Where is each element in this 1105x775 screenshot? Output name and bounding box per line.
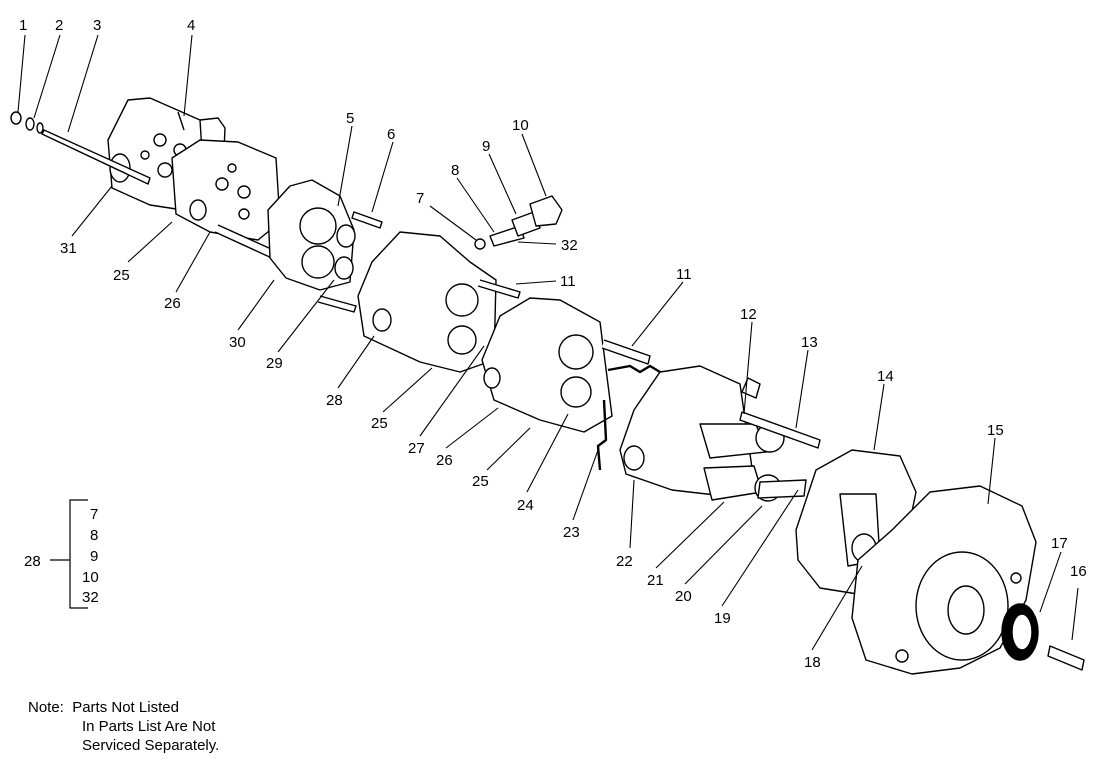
callout-24: 24 xyxy=(517,497,534,514)
callout-26-a: 26 xyxy=(164,295,181,312)
relief-valve-parts xyxy=(474,195,563,250)
callout-28: 28 xyxy=(326,392,343,409)
gear-section-center xyxy=(357,231,521,373)
callout-18: 18 xyxy=(804,654,821,671)
callout-17: 17 xyxy=(1051,535,1068,552)
mounting-flange xyxy=(851,485,1037,675)
callout-30: 30 xyxy=(229,334,246,351)
gasket-seal xyxy=(596,364,661,471)
callout-29: 29 xyxy=(266,355,283,372)
callout-25-b: 25 xyxy=(371,415,388,432)
kit-bracket xyxy=(50,499,88,609)
drive-shaft xyxy=(739,411,821,499)
dowel-pin xyxy=(351,211,383,229)
through-bolt-hardware xyxy=(10,111,151,185)
gear-section-right xyxy=(481,297,651,433)
note-line: Serviced Separately. xyxy=(82,737,220,754)
callout-25-c: 25 xyxy=(472,473,489,490)
callout-9: 9 xyxy=(482,138,490,155)
callout-11-a: 11 xyxy=(560,273,576,290)
callout-25-a: 25 xyxy=(113,267,130,284)
kit-item: 32 xyxy=(82,589,99,606)
note-line: In Parts List Are Not xyxy=(82,718,216,735)
kit-item: 8 xyxy=(90,527,98,544)
callout-23: 23 xyxy=(563,524,580,541)
callout-11-b: 11 xyxy=(676,266,692,283)
callout-10: 10 xyxy=(512,117,529,134)
kit-item: 7 xyxy=(90,506,98,523)
shaft-seal xyxy=(1001,603,1039,661)
callout-15: 15 xyxy=(987,422,1004,439)
kit-item: 9 xyxy=(90,548,98,565)
callout-5: 5 xyxy=(346,110,354,127)
callout-4: 4 xyxy=(187,17,195,34)
callout-32: 32 xyxy=(561,237,578,254)
callout-12: 12 xyxy=(740,306,757,323)
callout-19: 19 xyxy=(714,610,731,627)
note-line: Parts Not Listed xyxy=(72,699,179,716)
callout-26-b: 26 xyxy=(436,452,453,469)
shaft-key xyxy=(1047,645,1085,671)
kit-item: 10 xyxy=(82,569,99,586)
gear-plate-assembly xyxy=(267,179,357,313)
note-label: Note: xyxy=(28,699,64,716)
callout-21: 21 xyxy=(647,572,664,589)
service-note: Note: Parts Not Listed In Parts List Are… xyxy=(28,698,219,755)
kit-breakdown: 28 7 8 9 10 32 xyxy=(24,506,99,606)
callout-1: 1 xyxy=(19,17,27,34)
callout-22: 22 xyxy=(616,553,633,570)
kit-number: 28 xyxy=(24,553,41,570)
callout-13: 13 xyxy=(801,334,818,351)
callout-27: 27 xyxy=(408,440,425,457)
callout-7: 7 xyxy=(416,190,424,207)
callout-2: 2 xyxy=(55,17,63,34)
callout-20: 20 xyxy=(675,588,692,605)
callout-8: 8 xyxy=(451,162,459,179)
callout-labels: 1 2 3 4 5 6 7 8 9 10 11 11 12 13 14 15 1… xyxy=(19,17,1087,671)
callout-14: 14 xyxy=(877,368,894,385)
callout-6: 6 xyxy=(387,126,395,143)
front-gear-section xyxy=(619,365,785,502)
callout-16: 16 xyxy=(1070,563,1087,580)
callout-3: 3 xyxy=(93,17,101,34)
callout-31: 31 xyxy=(60,240,77,257)
leader-lines xyxy=(17,34,1079,651)
